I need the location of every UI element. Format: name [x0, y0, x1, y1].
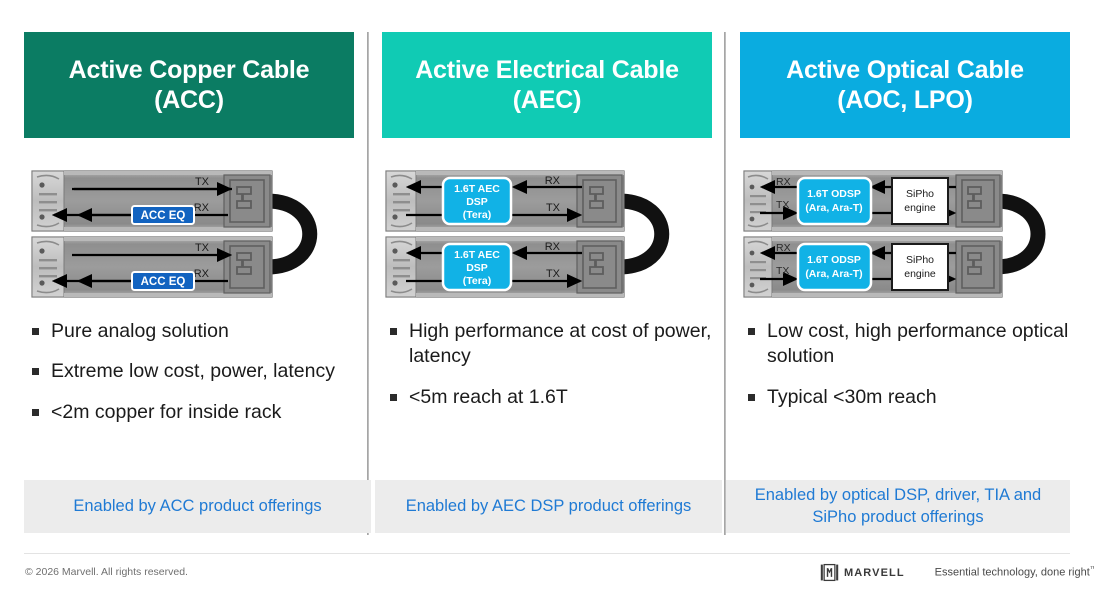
- chip-label-acc-top: ACC EQ: [141, 210, 186, 222]
- label-aoc-bottom-rx: RX: [776, 242, 791, 254]
- bullet-list-acc: Pure analog solution Extreme low cost, p…: [24, 319, 354, 425]
- sipho-label-aoc-bottom-line2: engine: [904, 268, 936, 280]
- column-header-aoc-line2: (AOC, LPO): [837, 86, 973, 114]
- label-acc-bottom-rx: RX: [194, 268, 210, 280]
- marvell-logo: MARVELL: [820, 563, 905, 582]
- chip-label-aoc-bottom-line1: 1.6T ODSP: [807, 254, 861, 266]
- chip-label-aec-bottom-line1: 1.6T AEC: [454, 249, 500, 261]
- column-divider-1: [367, 32, 369, 535]
- chip-label-aoc-top-line1: 1.6T ODSP: [807, 188, 861, 200]
- column-header-acc: Active Copper Cable (ACC): [24, 32, 354, 138]
- list-item: Low cost, high performance optical solut…: [740, 319, 1070, 370]
- list-item: Pure analog solution: [24, 319, 354, 344]
- footer-divider: [24, 553, 1070, 554]
- diagram-aec-svg: RX TX 1.6T AEC DSP (Tera): [385, 170, 670, 298]
- trademark-symbol: ™: [1089, 566, 1094, 574]
- list-item: Extreme low cost, power, latency: [24, 359, 354, 384]
- enabled-by-aoc: Enabled by optical DSP, driver, TIA and …: [726, 480, 1070, 533]
- diagram-acc: TX RX ACC EQ: [24, 161, 354, 307]
- marvell-mark-icon: [820, 563, 839, 582]
- column-divider-2: [724, 32, 726, 535]
- brand-tagline-text: Essential technology, done right: [934, 566, 1090, 579]
- bullet-list-aoc: Low cost, high performance optical solut…: [740, 319, 1070, 410]
- diagram-aec: RX TX 1.6T AEC DSP (Tera): [382, 161, 712, 307]
- enabled-by-aec-text: Enabled by AEC DSP product offerings: [405, 496, 692, 515]
- label-acc-top-tx: TX: [195, 176, 210, 188]
- chip-label-aec-bottom-line2: DSP: [466, 262, 488, 274]
- chip-label-aec-top-line3: (Tera): [463, 209, 491, 221]
- module-aoc-bottom: RX TX 1.6T ODSP (Ara, Ara-T) SiPho engin…: [743, 236, 1003, 298]
- list-item: <5m reach at 1.6T: [382, 385, 712, 410]
- module-acc-bottom: TX RX ACC EQ: [31, 236, 273, 298]
- column-header-acc-line2: (ACC): [154, 86, 224, 114]
- list-item: Typical <30m reach: [740, 385, 1070, 410]
- diagram-acc-svg: TX RX ACC EQ: [31, 170, 318, 298]
- diagram-aoc-svg: RX TX 1.6T ODSP (Ara, Ara-T) SiPho engin…: [743, 170, 1046, 298]
- label-acc-bottom-tx: TX: [195, 242, 210, 254]
- sipho-label-aoc-bottom-line1: SiPho: [906, 254, 934, 266]
- brand-lockup: MARVELL Essential technology, done right…: [820, 563, 1094, 582]
- module-acc-top: TX RX ACC EQ: [31, 170, 273, 232]
- column-aoc: Active Optical Cable (AOC, LPO): [740, 32, 1070, 426]
- label-acc-top-rx: RX: [194, 202, 210, 214]
- enabled-by-aoc-text: Enabled by optical DSP, driver, TIA and …: [754, 486, 1042, 526]
- enabled-by-acc-text: Enabled by ACC product offerings: [73, 496, 322, 515]
- label-aec-top-rx: RX: [545, 175, 561, 187]
- sipho-label-aoc-top-line1: SiPho: [906, 188, 934, 200]
- label-aec-top-tx: TX: [546, 202, 561, 214]
- enabled-by-aec: Enabled by AEC DSP product offerings: [375, 480, 722, 533]
- bullet-list-aec: High performance at cost of power, laten…: [382, 319, 712, 410]
- module-aec-top: RX TX 1.6T AEC DSP (Tera): [385, 170, 625, 232]
- list-item: <2m copper for inside rack: [24, 400, 354, 425]
- module-aec-bottom: RX TX 1.6T AEC DSP (Tera): [385, 236, 625, 298]
- chip-label-aec-bottom-line3: (Tera): [463, 275, 491, 287]
- marvell-wordmark: MARVELL: [844, 566, 905, 579]
- column-header-acc-line1: Active Copper Cable: [68, 55, 310, 84]
- chip-label-acc-bottom: ACC EQ: [141, 276, 186, 288]
- column-header-aoc: Active Optical Cable (AOC, LPO): [740, 32, 1070, 138]
- sipho-label-aoc-top-line2: engine: [904, 202, 936, 214]
- list-item: High performance at cost of power, laten…: [382, 319, 712, 370]
- chip-label-aoc-top-line2: (Ara, Ara-T): [805, 202, 862, 214]
- chip-label-aoc-bottom-line2: (Ara, Ara-T): [805, 268, 862, 280]
- column-acc: Active Copper Cable (ACC): [24, 32, 354, 441]
- column-aec: Active Electrical Cable (AEC): [382, 32, 712, 426]
- module-aoc-top: RX TX 1.6T ODSP (Ara, Ara-T) SiPho engin…: [743, 170, 1003, 232]
- chip-label-aec-top-line2: DSP: [466, 196, 488, 208]
- column-header-aoc-line1: Active Optical Cable: [786, 55, 1024, 84]
- label-aoc-bottom-tx: TX: [776, 265, 789, 277]
- column-header-aec: Active Electrical Cable (AEC): [382, 32, 712, 138]
- label-aec-bottom-rx: RX: [545, 241, 561, 253]
- column-header-aec-line1: Active Electrical Cable: [415, 55, 679, 84]
- diagram-aoc: RX TX 1.6T ODSP (Ara, Ara-T) SiPho engin…: [740, 161, 1070, 307]
- copyright-text: © 2026 Marvell. All rights reserved.: [25, 566, 188, 578]
- label-aec-bottom-tx: TX: [546, 268, 561, 280]
- enabled-by-acc: Enabled by ACC product offerings: [24, 480, 371, 533]
- chip-label-aec-top-line1: 1.6T AEC: [454, 183, 500, 195]
- brand-tagline: Essential technology, done right™: [935, 566, 1094, 579]
- label-aoc-top-rx: RX: [776, 176, 791, 188]
- column-header-aec-line2: (AEC): [512, 86, 582, 114]
- label-aoc-top-tx: TX: [776, 199, 789, 211]
